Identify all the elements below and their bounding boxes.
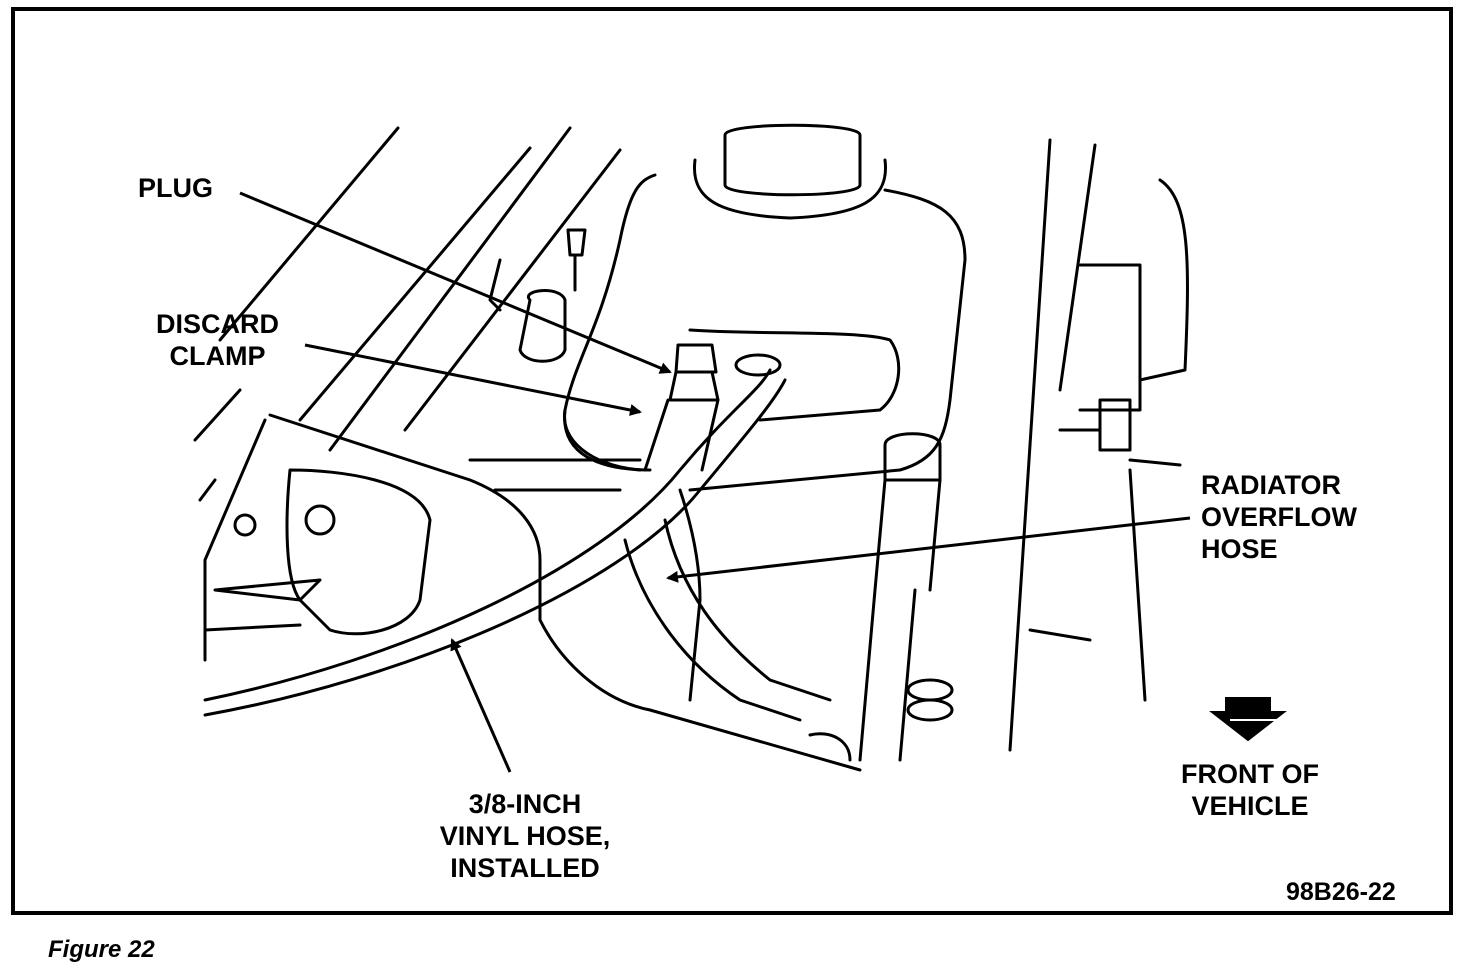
left-clip: [488, 228, 587, 363]
clamp-leader-arrow: [304, 343, 642, 416]
upright-connector: [858, 432, 954, 762]
illustration-frame: [11, 7, 1453, 915]
mount-bracket: [203, 413, 862, 772]
plug-label: PLUG: [138, 173, 214, 203]
radiator-overflow-hose-label: RADIATOR OVERFLOW HOSE: [1201, 470, 1357, 564]
frame-rails: [193, 126, 1097, 752]
figure-code: 98B26-22: [1286, 878, 1396, 906]
plug-fitting: [643, 343, 720, 472]
coolant-reservoir: [562, 123, 967, 702]
right-bracket: [1028, 178, 1189, 702]
overflow-hose-leader-arrow: [666, 516, 1191, 583]
plug-leader-arrow: [239, 191, 672, 374]
radiator-overflow-hose: [623, 518, 852, 762]
front-of-vehicle-label: FRONT OF VEHICLE: [1181, 759, 1319, 821]
vinyl-hose-leader-arrow: [450, 638, 512, 773]
vinyl-hose-3-8-inch: [203, 353, 787, 717]
vinyl-hose-label: 3/8-INCH VINYL HOSE, INSTALLED: [439, 789, 611, 883]
discard-clamp-label: DISCARD CLAMP: [156, 309, 280, 371]
figure-caption: Figure 22: [48, 936, 155, 963]
down-arrow-icon: [1209, 697, 1287, 742]
